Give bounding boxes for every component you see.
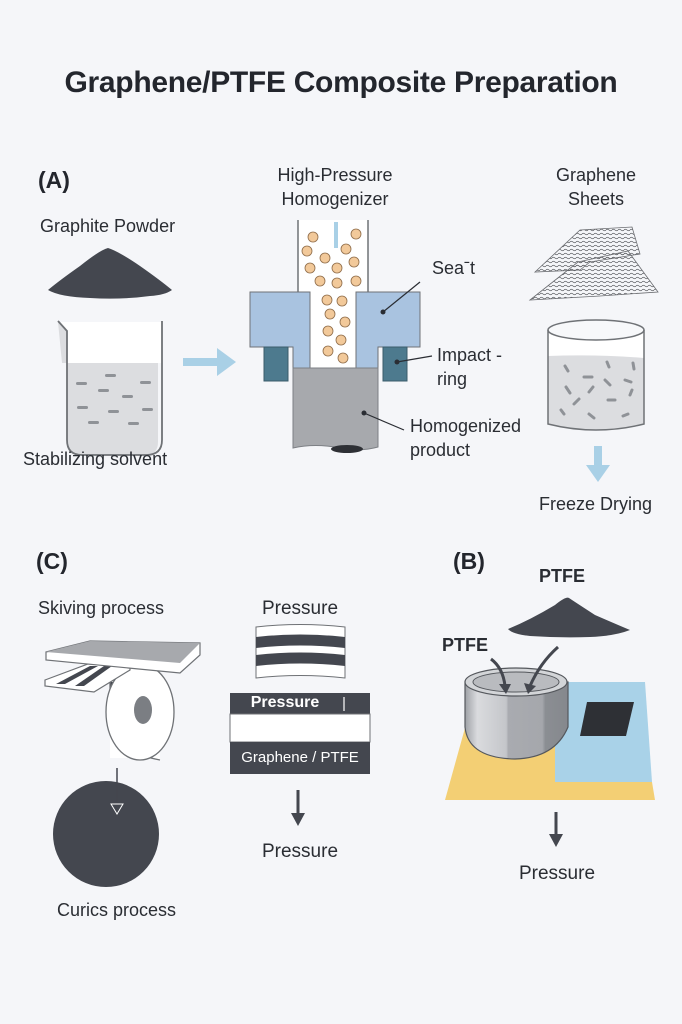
ptfe-left-label: PTFE xyxy=(442,635,489,655)
graphene-ptfe-box-label: Graphene / PTFE xyxy=(241,749,359,766)
homogenizer-title-line1: High-Pressure xyxy=(277,165,393,185)
ptfe-top-label: PTFE xyxy=(539,566,586,586)
pressure-top-label: Pressure xyxy=(261,598,339,619)
composite-press-box xyxy=(229,693,371,774)
pressure-layers-icon xyxy=(255,624,346,679)
impact-ring-line1: Impact - xyxy=(437,345,503,365)
pressure-box-label: Pressure xyxy=(250,694,320,711)
stabilizing-solvent-label: Stabilizing solvent xyxy=(23,449,168,469)
homogenizer-title: High-Pressure Homogenizer xyxy=(255,163,415,211)
curved-arrows-icon xyxy=(490,645,559,687)
curics-process-label: Curics process xyxy=(57,900,177,920)
panel-label-a: (A) xyxy=(38,167,70,193)
freeze-drying-label: Freeze Drying xyxy=(539,494,653,514)
page-title: Graphene/PTFE Composite Preparation xyxy=(64,66,618,99)
impact-ring-line2: ring xyxy=(437,369,468,389)
impact-ring-label: Impact - ring xyxy=(437,343,502,391)
beaker-icon xyxy=(57,320,163,456)
graphene-sheets-line2: Sheets xyxy=(567,189,625,209)
skiving-process-label: Skiving process xyxy=(38,598,165,618)
arrow-down-icon xyxy=(586,446,610,482)
homogenized-product-label: Homogenized product xyxy=(410,414,521,462)
mortar-bowl-icon xyxy=(464,667,569,760)
curics-disc xyxy=(53,781,159,887)
graphene-sheets-label: Graphene Sheets xyxy=(540,163,652,211)
graphene-sheets-icon xyxy=(528,226,659,301)
homogenizer-illustration xyxy=(249,220,433,453)
arrow-down-outline-icon xyxy=(110,768,124,815)
panel-label-b: (B) xyxy=(453,548,485,574)
graphite-powder-pile xyxy=(48,248,172,299)
seat-label: Seaˉt xyxy=(432,258,476,278)
arrow-right-icon xyxy=(183,348,236,376)
graphite-powder-label: Graphite Powder xyxy=(40,216,176,236)
homogenizer-title-line2: Homogenizer xyxy=(281,189,389,209)
product-line2: product xyxy=(410,440,471,460)
graphene-sheets-line1: Graphene xyxy=(555,165,637,185)
arrow-down-dark-icon-b xyxy=(549,812,563,847)
ptfe-powder-pile xyxy=(508,597,630,638)
arrow-down-dark-icon xyxy=(291,790,305,826)
container-icon xyxy=(547,319,645,431)
skiving-roll-illustration xyxy=(44,640,201,761)
panel-label-c: (C) xyxy=(36,548,68,574)
product-line1: Homogenized xyxy=(410,416,522,436)
pressure-bottom-label: Pressure xyxy=(261,841,339,862)
pressure-b-label: Pressure xyxy=(518,863,596,884)
